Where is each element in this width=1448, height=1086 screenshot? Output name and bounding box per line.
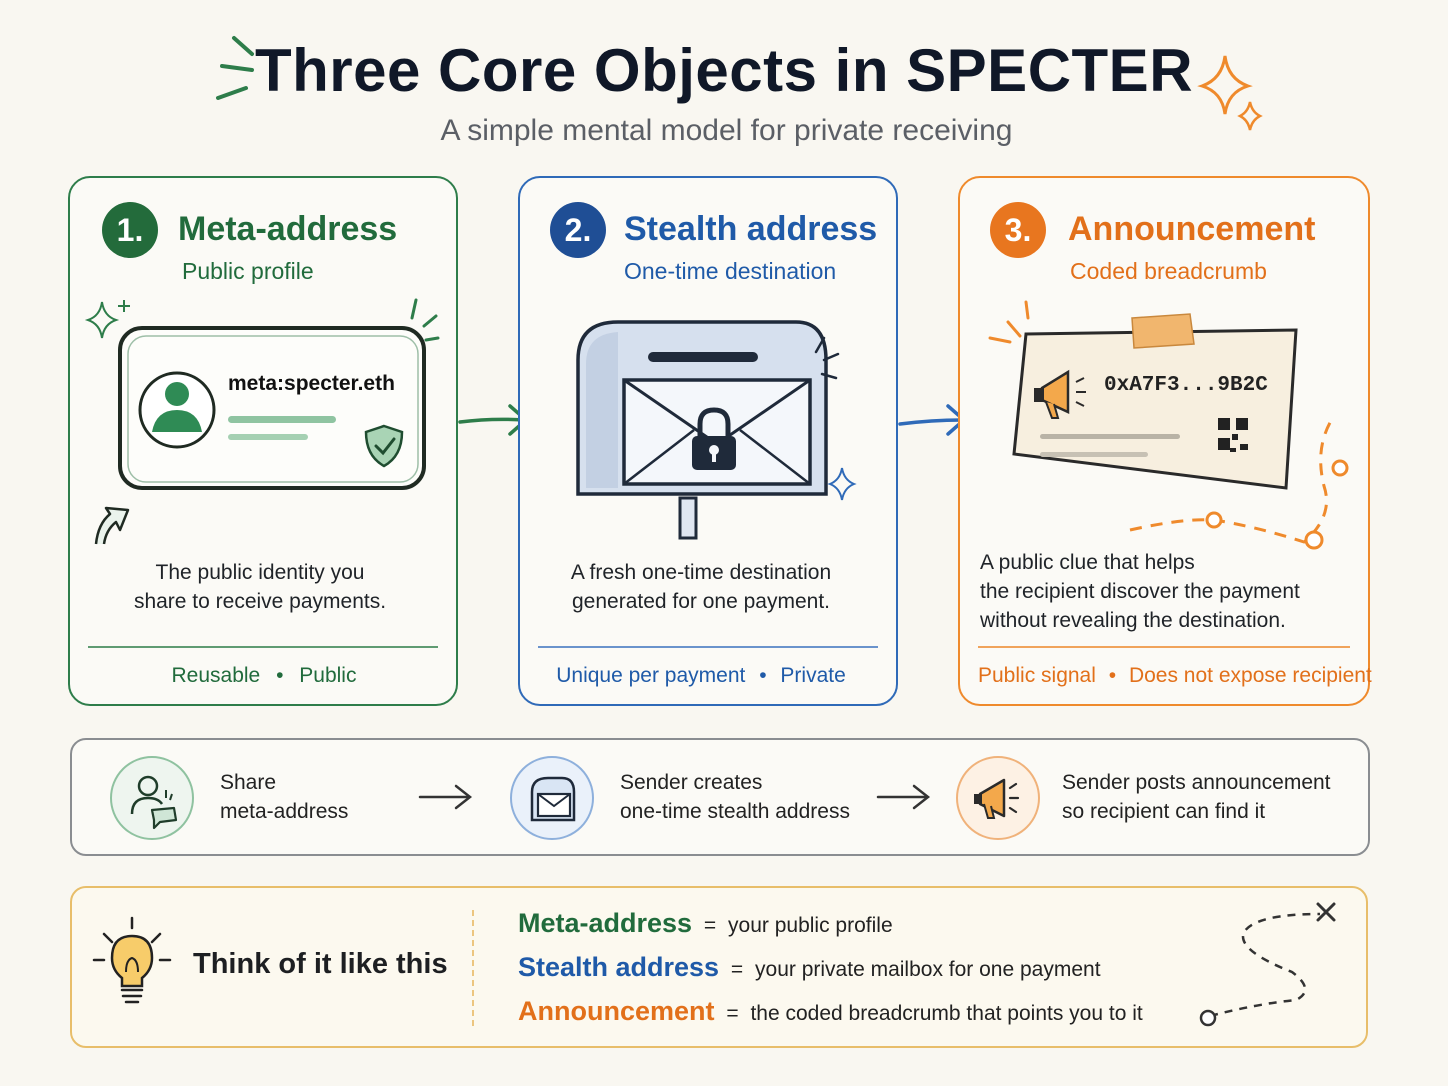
announcement-tags: Public signal • Does not expose recipien… (978, 664, 1372, 688)
user-share-icon (130, 775, 178, 830)
tag-separator: • (276, 664, 284, 687)
announcement-description: A public clue that helps the recipient d… (980, 548, 1350, 635)
description-line: A fresh one-time destination (570, 561, 832, 584)
tag-reusable: Reusable (171, 664, 261, 687)
panel-divider (472, 910, 474, 1026)
analogy-row-meta-address: Meta-address = your public profile (518, 908, 893, 939)
step-number-1: 1. (102, 202, 158, 258)
step-number-2: 2. (550, 202, 606, 258)
stealth-address-description: A fresh one-time destination generated f… (518, 558, 884, 616)
sparkle-lines-icon (216, 36, 254, 100)
flow-line: meta-address (220, 800, 349, 823)
flow-arrow-icon (418, 784, 473, 810)
description-line: the recipient discover the payment (980, 580, 1300, 603)
flow-arrow-icon (876, 784, 931, 810)
analogy-meaning: your public profile (728, 914, 893, 937)
stealth-address-tags: Unique per payment • Private (518, 664, 884, 688)
description-line: without revealing the destination. (980, 609, 1286, 632)
analogy-row-announcement: Announcement = the coded breadcrumb that… (518, 996, 1143, 1027)
stealth-address-title: Stealth address (624, 210, 878, 248)
mailbox-lock-illustration (576, 320, 857, 540)
meta-address-title: Meta-address (178, 210, 398, 248)
description-line: A public clue that helps (980, 551, 1195, 574)
profile-card-illustration (84, 298, 440, 545)
flow-step-2-text: Sender creates one-time stealth address (620, 768, 850, 826)
flow-step-3-badge (956, 756, 1040, 840)
meta-address-tags: Reusable • Public (70, 664, 458, 688)
card-divider (88, 646, 438, 648)
tag-public: Public (299, 664, 357, 687)
meta-address-subtitle: Public profile (182, 258, 314, 284)
stealth-address-subtitle: One-time destination (624, 258, 837, 284)
sparkle-star-icon (1197, 55, 1263, 131)
announcement-title: Announcement (1068, 210, 1316, 248)
announcement-note-illustration (988, 300, 1349, 550)
analogy-term: Stealth address (518, 952, 720, 982)
flow-line: Share (220, 771, 277, 794)
mailbox-envelope-icon (530, 776, 576, 822)
analogy-term: Announcement (518, 996, 715, 1026)
equals-sign: = (726, 1002, 739, 1025)
flow-line: so recipient can find it (1062, 800, 1266, 823)
flow-line: Sender posts announcement (1062, 771, 1331, 794)
description-line: The public identity you (155, 561, 365, 584)
treasure-path-icon (1199, 902, 1336, 1027)
equals-sign: = (703, 914, 717, 937)
analogy-panel (70, 886, 1368, 1048)
flow-line: Sender creates (620, 771, 763, 794)
announcement-subtitle: Coded breadcrumb (1070, 258, 1267, 284)
analogy-meaning: the coded breadcrumb that points you to … (750, 1002, 1143, 1025)
flow-line: one-time stealth address (620, 800, 850, 823)
analogy-term: Meta-address (518, 908, 693, 938)
tag-public-signal: Public signal (978, 664, 1096, 687)
equals-sign: = (730, 958, 744, 981)
step-number-3: 3. (990, 202, 1046, 258)
card-divider (538, 646, 878, 648)
tag-separator: • (1108, 664, 1117, 687)
analogy-meaning: your private mailbox for one payment (755, 958, 1101, 981)
process-flow-bar (70, 738, 1370, 856)
tag-unique-per-payment: Unique per payment (556, 664, 746, 687)
megaphone-icon (974, 778, 1020, 819)
lightbulb-icon (92, 916, 172, 1004)
meta-address-description: The public identity you share to receive… (70, 558, 450, 616)
analogy-row-stealth-address: Stealth address = your private mailbox f… (518, 952, 1101, 983)
page-title: Three Core Objects in SPECTER (254, 37, 1194, 104)
tag-does-not-expose-recipient: Does not expose recipient (1128, 664, 1372, 687)
meta-address-handle: meta:specter.eth (228, 372, 395, 395)
announcement-code: 0xA7F3...9B2C (1104, 374, 1268, 397)
flow-step-2-badge (510, 756, 594, 840)
analogy-heading: Think of it like this (193, 948, 448, 980)
flow-step-1-badge (110, 756, 194, 840)
tag-separator: • (759, 664, 767, 687)
flow-step-3-text: Sender posts announcement so recipient c… (1062, 768, 1331, 826)
card-divider (978, 646, 1350, 648)
tag-private: Private (780, 664, 846, 687)
page-subtitle: A simple mental model for private receiv… (440, 114, 1013, 147)
flow-step-1-text: Share meta-address (220, 768, 348, 826)
description-line: generated for one payment. (571, 590, 830, 613)
description-line: share to receive payments. (133, 590, 387, 613)
